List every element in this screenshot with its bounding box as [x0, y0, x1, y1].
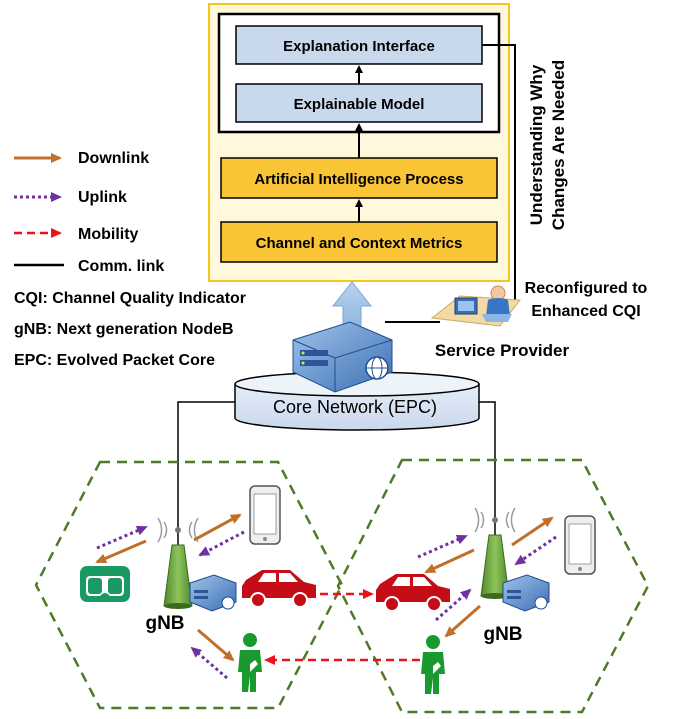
- legend-mobility-label: Mobility: [78, 226, 139, 243]
- ai-process-box: [220, 157, 498, 199]
- right-cell-hexagon: [336, 458, 650, 714]
- reconfig-line1: Reconfigured to: [525, 280, 648, 297]
- reconfig-line2: Enhanced CQI: [531, 303, 640, 320]
- service-provider-label: Service Provider: [435, 341, 570, 360]
- metrics-box: [220, 221, 498, 263]
- ai-process-label: Artificial Intelligence Process: [254, 171, 463, 188]
- legend-uplink-label: Uplink: [78, 189, 127, 206]
- right-downlink-phone: [511, 516, 554, 547]
- right-uplink-car: [417, 534, 468, 559]
- backhaul-left: [177, 401, 235, 578]
- cell-tower-icon: [157, 517, 199, 609]
- person-icon: [421, 635, 445, 694]
- right-uplink-person: [435, 588, 472, 622]
- left-downlink-person: [197, 628, 235, 662]
- right-uplink-phone: [514, 535, 557, 566]
- right-downlink-car: [424, 548, 475, 574]
- smartphone-icon: [249, 485, 281, 545]
- data-upload-arrow: [331, 281, 373, 329]
- smartphone-icon: [564, 515, 596, 575]
- car-icon: [242, 570, 316, 608]
- vertical-label-line1: Understanding Why: [527, 64, 546, 225]
- left-uplink-phone: [198, 530, 245, 557]
- abbr-epc: EPC: Evolved Packet Core: [14, 352, 215, 369]
- right-gnb-label: gNB: [483, 624, 522, 645]
- right-downlink-person: [444, 604, 481, 638]
- left-cell-hexagon: [34, 460, 344, 710]
- globe-icon: [365, 356, 389, 380]
- explainable-model-label: Explainable Model: [294, 96, 425, 113]
- xai-panel: Explanation Interface Explainable Model …: [208, 3, 510, 282]
- legend-comm-link-label: Comm. link: [78, 258, 164, 275]
- vr-headset-icon: [80, 566, 130, 602]
- abbr-gnb: gNB: Next generation NodeB: [14, 321, 234, 338]
- car-icon: [376, 574, 450, 612]
- explanation-interface-label: Explanation Interface: [283, 38, 435, 55]
- explanation-interface-box: [235, 25, 483, 65]
- server-icon: [189, 574, 237, 612]
- legend: Downlink Uplink Mobility Comm. link CQI:…: [14, 150, 246, 369]
- vertical-label-line2: Changes Are Needed: [549, 60, 568, 230]
- left-uplink-person: [190, 646, 228, 680]
- core-network-label: Core Network (EPC): [273, 397, 437, 417]
- metrics-label: Channel and Context Metrics: [256, 235, 463, 252]
- backhaul-right: [479, 401, 496, 565]
- left-downlink-vr: [95, 539, 147, 564]
- explainable-model-box: [235, 83, 483, 123]
- left-gnb-label: gNB: [145, 613, 184, 634]
- left-downlink-phone: [193, 513, 242, 542]
- person-icon: [238, 633, 262, 692]
- left-uplink-vr: [96, 525, 148, 550]
- abbr-cqi: CQI: Channel Quality Indicator: [14, 290, 246, 307]
- feedback-link: [482, 44, 516, 300]
- operator-icon: [430, 285, 521, 327]
- server-icon: [502, 574, 550, 612]
- vertical-label: Understanding Why Changes Are Needed: [527, 60, 568, 230]
- legend-downlink-label: Downlink: [78, 150, 149, 167]
